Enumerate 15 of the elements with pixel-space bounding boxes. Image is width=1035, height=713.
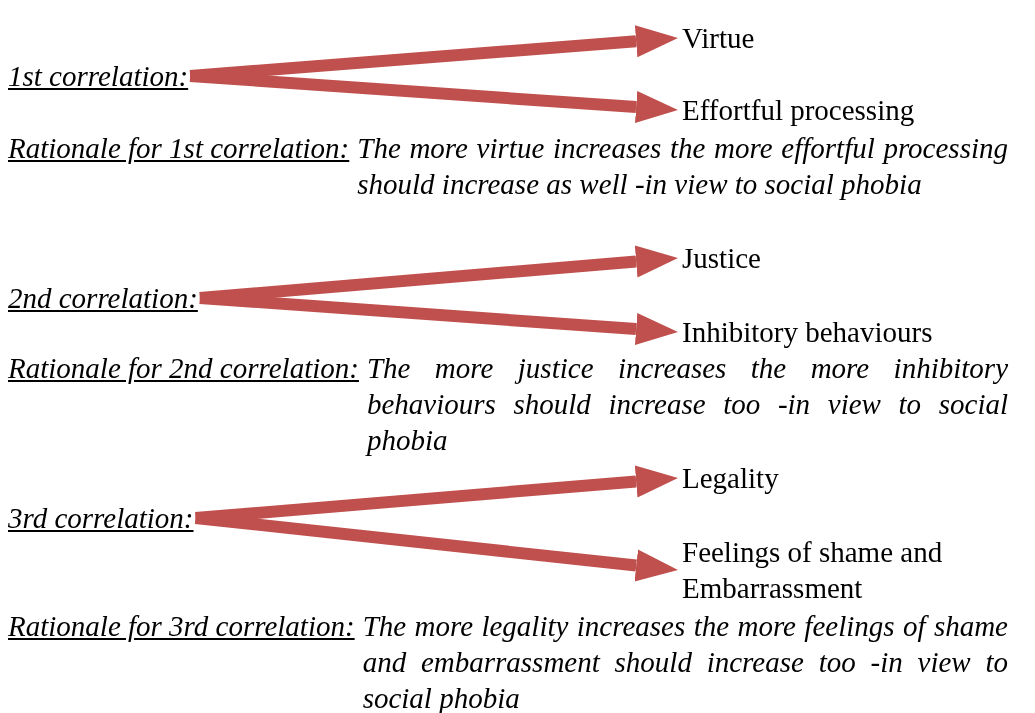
rationale-heading: Rationale for 2nd correlation: xyxy=(8,351,360,386)
outcome-label: Feelings of shame and Embarrassment xyxy=(682,534,1002,606)
rationale-text: The more justice increases the more inhibitory behaviours should increase too -in view to social phobia xyxy=(366,351,1008,458)
outcome-label: Virtue xyxy=(682,20,755,56)
outcome-label: Inhibitory behaviours xyxy=(682,314,933,350)
outcome-label: Effortful processing xyxy=(682,92,915,128)
rationale-text: The more virtue increases the more effortful processing should increase as well -in view to social phobia xyxy=(357,131,1008,202)
correlation-label: 3rd correlation: xyxy=(8,500,194,536)
outcome-label: Justice xyxy=(682,240,761,276)
rationale-heading: Rationale for 1st correlation: xyxy=(8,131,351,166)
correlation-label: 1st correlation: xyxy=(8,58,189,94)
correlation-label: 2nd correlation: xyxy=(8,280,198,316)
outcome-label: Legality xyxy=(682,460,779,496)
rationale-heading: Rationale for 3rd correlation: xyxy=(8,609,356,644)
arrow xyxy=(194,512,678,582)
